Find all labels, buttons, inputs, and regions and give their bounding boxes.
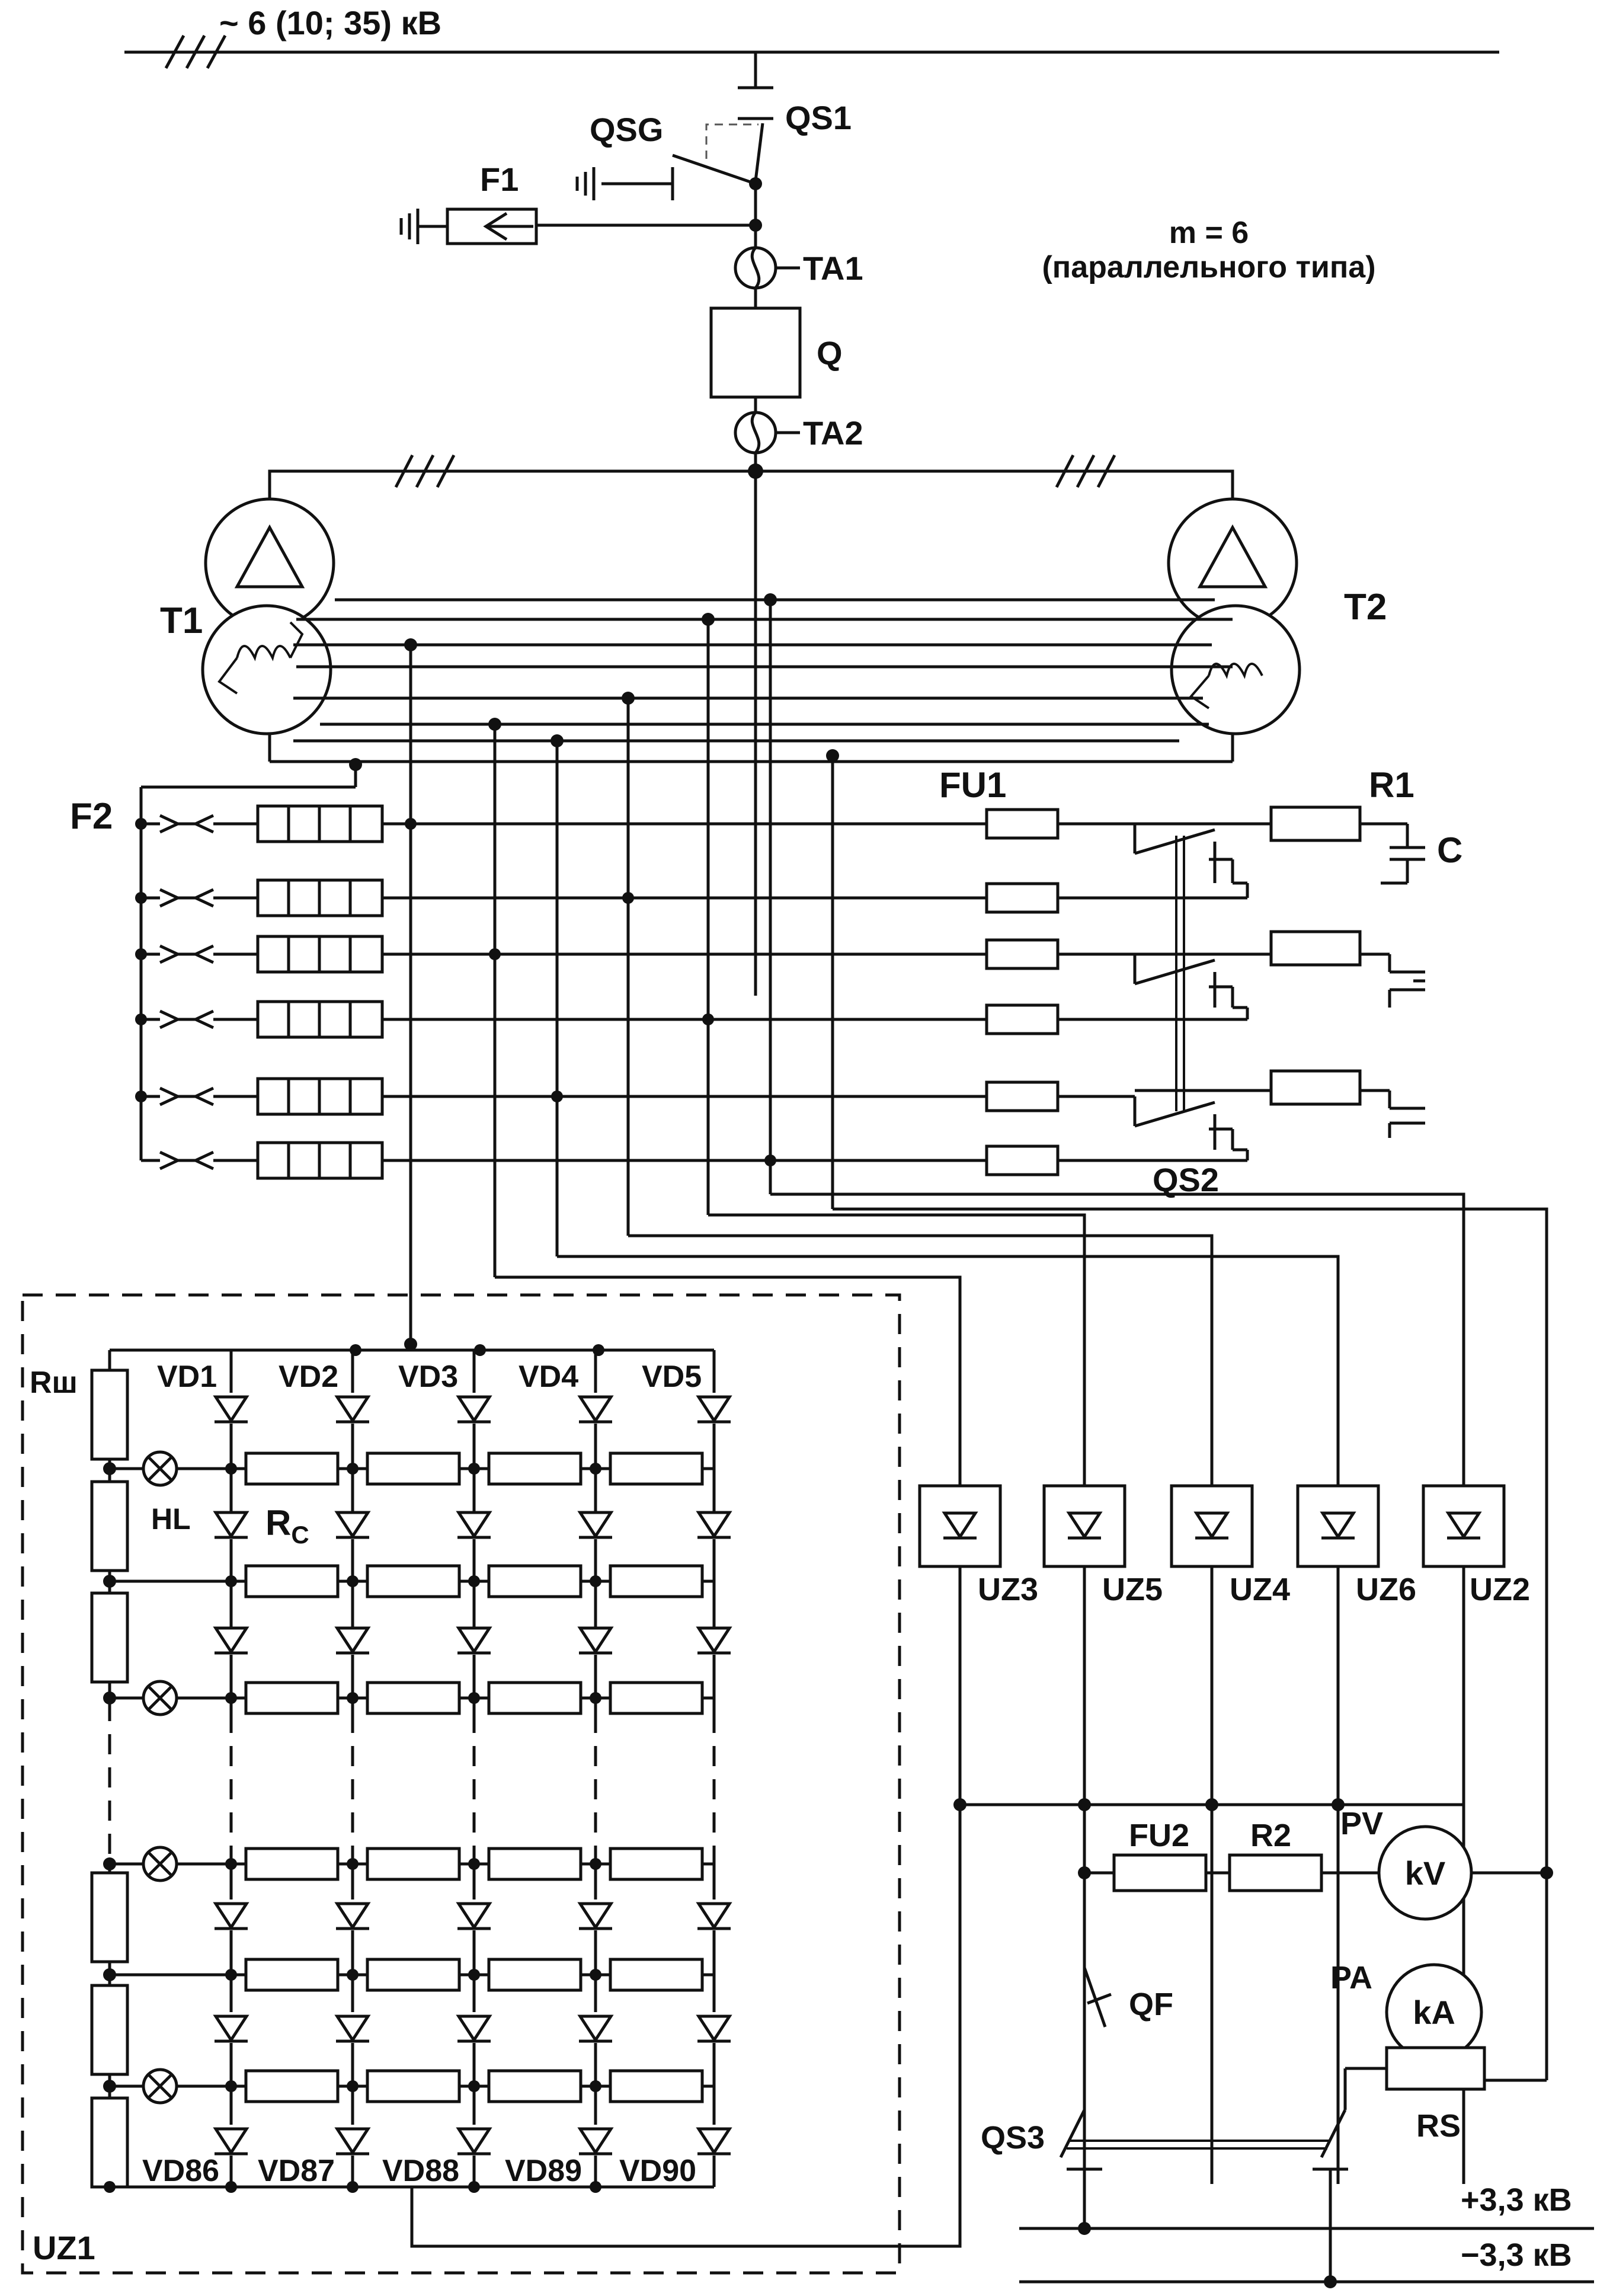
note-line2: (параллельного типа) [1042, 250, 1375, 284]
qs3-label: QS3 [981, 2120, 1045, 2156]
rsh-label: Rш [30, 1366, 78, 1400]
t1-transformer [201, 497, 335, 736]
three-phase-tick-right [1055, 454, 1116, 488]
bus-voltage-label: ~ 6 (10; 35) кВ [219, 4, 441, 41]
vd87-label: VD87 [258, 2154, 335, 2188]
r1-c-filter [1135, 805, 1425, 1138]
q-breaker [709, 306, 802, 399]
vd90-label: VD90 [619, 2154, 696, 2188]
f2-arresters [141, 806, 987, 1178]
uz4-label: UZ4 [1230, 1572, 1290, 1607]
qs2-label: QS2 [1153, 1161, 1219, 1198]
r2-label: R2 [1250, 1818, 1291, 1853]
ka-label: kA [1413, 1994, 1455, 2031]
rc-label-main: R [265, 1503, 291, 1543]
vd86-label: VD86 [142, 2154, 219, 2188]
t2-transformer [1167, 497, 1301, 736]
rc-row-3 [229, 1655, 716, 1715]
rc-row-2 [229, 1539, 716, 1627]
f2-rail-junctions [135, 818, 776, 1166]
fu1-fuses [987, 810, 1058, 1175]
r1-label: R1 [1369, 765, 1414, 805]
vd2-label: VD2 [279, 1360, 338, 1394]
fu2-label: FU2 [1129, 1818, 1189, 1853]
uz5-label: UZ5 [1102, 1572, 1163, 1607]
fu1-label: FU1 [939, 765, 1006, 805]
uz1-block [21, 1293, 901, 2275]
uz1-return-wire [410, 1805, 962, 2248]
note-line1: m = 6 [1169, 216, 1249, 250]
uz-units [918, 1484, 1506, 2184]
vd4-label: VD4 [519, 1360, 578, 1394]
vd1-label: VD1 [157, 1360, 217, 1394]
uz1-label: UZ1 [33, 2229, 95, 2266]
f1-arrester [399, 207, 756, 245]
three-phase-tick-bus [164, 34, 227, 69]
t2-label: T2 [1344, 587, 1387, 628]
rc-row-4 [229, 1847, 716, 1900]
f1-label: F1 [480, 161, 519, 198]
rsh-column [90, 1350, 129, 2189]
kv-label: kV [1405, 1854, 1446, 1892]
hl-lamps [110, 1452, 231, 2103]
qsg-grounding-switch [575, 154, 756, 200]
hl-label: HL [151, 1502, 191, 1536]
uz-feed-wires [495, 1192, 1548, 2080]
pv-label: PV [1340, 1806, 1383, 1841]
t1-label: T1 [160, 600, 203, 641]
minus-label: −3,3 кВ [1461, 2237, 1572, 2273]
vertical-trunks [354, 600, 834, 1344]
rc-label-sub: C [291, 1521, 309, 1549]
fu2-fuse [1112, 1853, 1208, 1892]
vd3-label: VD3 [398, 1360, 458, 1394]
vd89-label: VD89 [505, 2154, 582, 2188]
rs-label: RS [1416, 2108, 1461, 2144]
uz3-label: UZ3 [978, 1572, 1038, 1607]
qs2-switch-group [1058, 822, 1249, 1162]
vd5-label: VD5 [642, 1360, 702, 1394]
secondary-phase-lines [268, 598, 1234, 763]
ta2-label: TA2 [803, 414, 863, 452]
qs1-label: QS1 [785, 99, 852, 136]
qf-breaker [1083, 1873, 1112, 2110]
pa-ammeter [1343, 1963, 1547, 2110]
three-phase-tick-left [394, 454, 456, 488]
qf-label: QF [1129, 1987, 1173, 2022]
f2-label: F2 [70, 796, 113, 837]
matrix-junctions [104, 1463, 601, 2193]
qs1-disconnector [705, 52, 773, 996]
transformer-feed [268, 469, 1234, 522]
uz6-label: UZ6 [1356, 1572, 1416, 1607]
diode-matrix [104, 1350, 731, 2193]
r2-resistor [1228, 1853, 1323, 1892]
uz2-label: UZ2 [1470, 1572, 1530, 1607]
q-label: Q [817, 334, 843, 372]
vd88-label: VD88 [382, 2154, 459, 2188]
rc-row-5 [229, 1930, 716, 2012]
plus-label: +3,3 кВ [1461, 2182, 1572, 2218]
ta1-label: TA1 [803, 250, 863, 287]
qs3-disconnector [1059, 2109, 1348, 2282]
rc-row-6 [229, 2043, 716, 2125]
c-label: C [1437, 830, 1462, 870]
rc-label: RC [265, 1503, 309, 1549]
qsg-label: QSG [590, 111, 663, 148]
trunk-junctions [349, 593, 839, 771]
pa-label: PA [1330, 1960, 1372, 1996]
